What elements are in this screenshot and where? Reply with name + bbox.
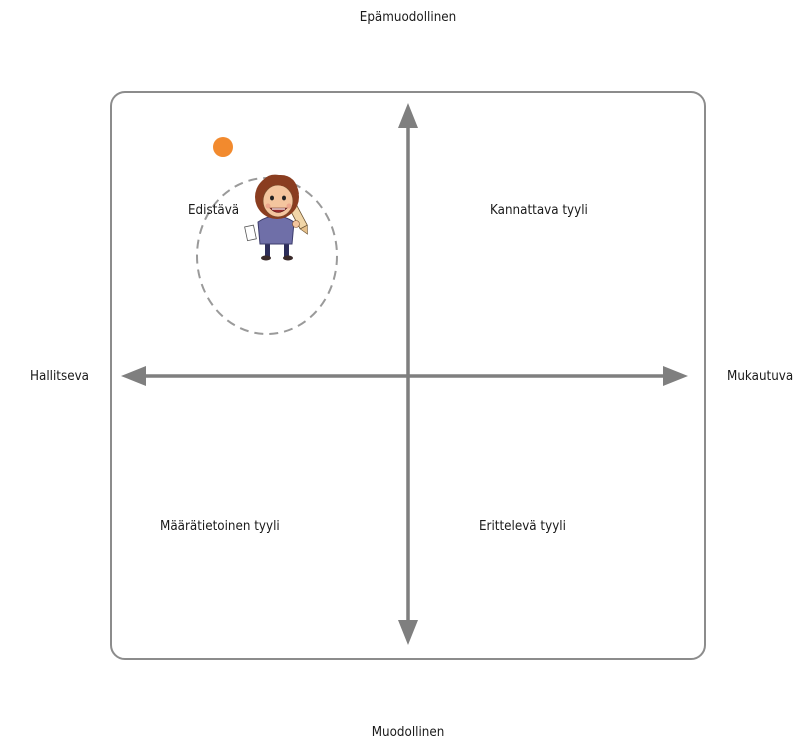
top-axis-label: Epämuodollinen bbox=[359, 10, 457, 25]
quadrant-frame bbox=[110, 91, 706, 660]
vertical-axis-arrow bbox=[398, 103, 418, 645]
right-axis-label: Mukautuva bbox=[727, 369, 794, 384]
horizontal-axis-arrow bbox=[121, 366, 688, 386]
quadrant-bottom-left-label: Määrätietoinen tyyli bbox=[160, 519, 280, 534]
quadrant-top-right-label: Kannattava tyyli bbox=[490, 203, 588, 218]
quadrant-bottom-right-label: Erittelevä tyyli bbox=[479, 519, 566, 534]
cartoon-woman-icon bbox=[244, 174, 308, 261]
bottom-axis-label: Muodollinen bbox=[371, 725, 445, 740]
left-axis-label: Hallitseva bbox=[30, 369, 89, 384]
orange-dot-icon bbox=[213, 137, 233, 157]
quadrant-top-left-label: Edistävä bbox=[188, 203, 240, 218]
